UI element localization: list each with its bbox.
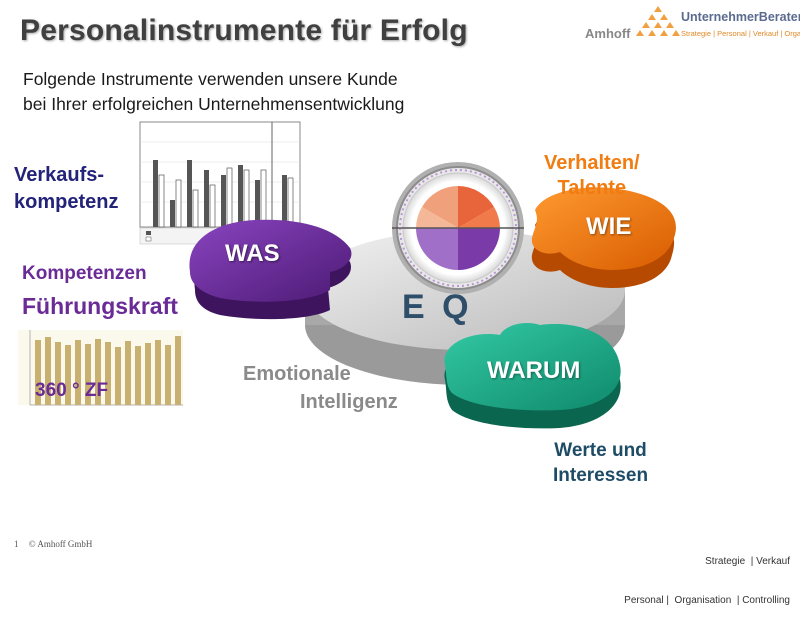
werte-line-2: Interessen <box>553 465 649 486</box>
fuehrungskraft-label: Führungskraft <box>22 293 178 319</box>
page-number: 1 <box>14 539 19 549</box>
werte-line-1: Werte und <box>554 440 647 461</box>
werte-interessen-label: Werte und Interessen <box>553 438 648 488</box>
verhalten-line-1: Verhalten/ <box>544 152 640 174</box>
logo-tagline: Strategie | Personal | Verkauf | Organis… <box>681 29 800 38</box>
footer-right-line-2: Personal | Organisation | Controlling <box>624 595 790 606</box>
eq-lens-icon <box>392 162 524 294</box>
logo-brand: UnternehmerBerater <box>681 10 800 24</box>
feedback-bar-chart-image <box>18 330 183 406</box>
diagram-graphics <box>18 121 676 429</box>
verkaufskompetenz-line-1: Verkaufs- <box>14 164 105 186</box>
intelligenz-label: Intelligenz <box>300 391 398 413</box>
wie-puzzle-piece <box>531 187 676 288</box>
warum-label: WARUM <box>487 357 581 384</box>
footer-left: 1 © Amhoff GmbH <box>14 539 92 549</box>
emotionale-label: Emotionale <box>243 363 351 385</box>
verkaufskompetenz-line-2: kompetenz <box>14 191 119 213</box>
was-label: WAS <box>225 240 280 267</box>
zf-label: 360 ° ZF <box>35 380 109 401</box>
wie-label: WIE <box>586 213 632 240</box>
footer-right-line-1: Strategie | Verkauf <box>705 556 790 567</box>
warum-puzzle-piece <box>444 323 621 429</box>
kompetenzen-label: Kompetenzen <box>22 263 147 284</box>
footer-right: Strategie | Verkauf Personal | Organisat… <box>624 529 790 620</box>
verhalten-talente-label: Verhalten/ Talente <box>544 151 640 201</box>
page-title: Personalinstrumente für Erfolg <box>20 14 468 47</box>
eq-label: E Q <box>402 288 473 326</box>
copyright: © Amhoff GmbH <box>28 539 93 549</box>
verkaufskompetenz-label: Verkaufs- kompetenz <box>14 162 118 216</box>
subtitle-line-2: bei Ihrer erfolgreichen Unternehmensentw… <box>23 94 405 114</box>
logo-mark-icon <box>636 6 680 36</box>
was-puzzle-piece <box>189 219 352 320</box>
subtitle: Folgende Instrumente verwenden unsere Ku… <box>23 67 404 117</box>
logo-name: Amhoff <box>585 26 631 41</box>
verhalten-line-2: Talente <box>557 177 627 199</box>
subtitle-line-1: Folgende Instrumente verwenden unsere Ku… <box>23 69 398 89</box>
